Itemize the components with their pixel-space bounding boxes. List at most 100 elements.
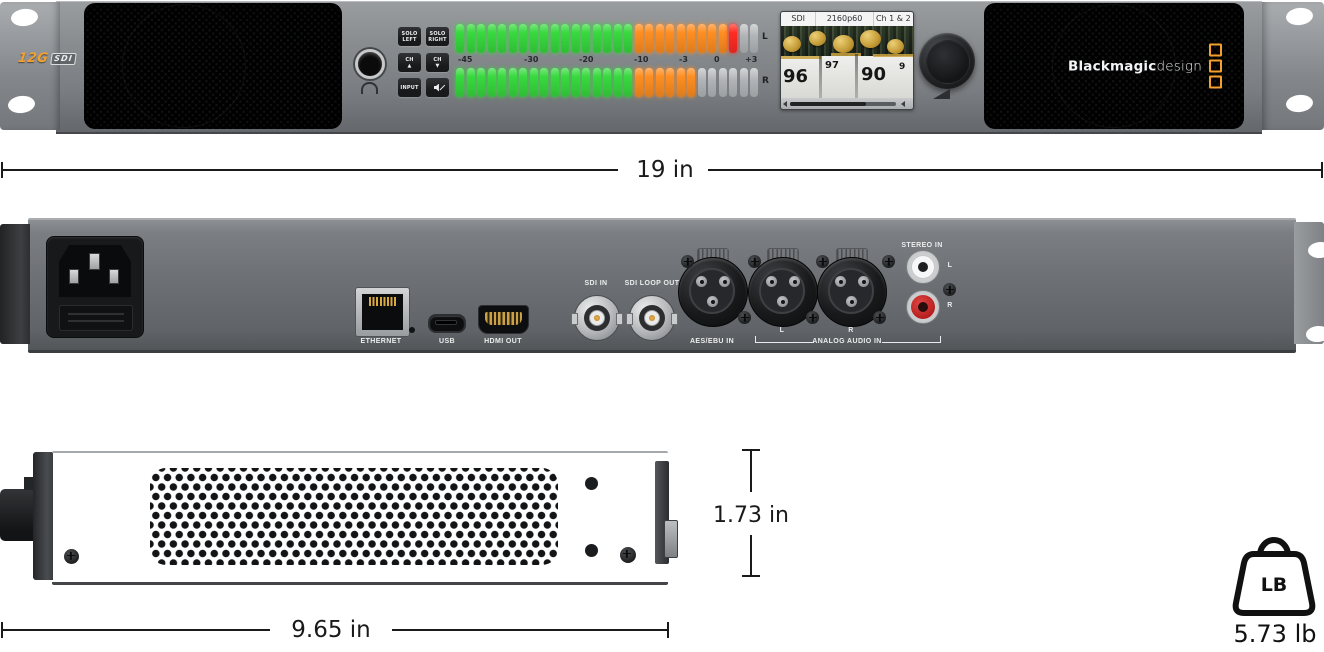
shoulder-stripe (831, 53, 861, 56)
brand-light: design (1156, 58, 1202, 74)
side-protruding-connector (0, 489, 36, 541)
bnc-pin (594, 315, 600, 321)
power-pin (109, 269, 119, 284)
meter-scale-label: -30 (524, 55, 539, 64)
weight-lb-icon (1232, 537, 1316, 616)
aes-ebu-xlr-input (678, 257, 748, 327)
input-button: INPUT (398, 78, 421, 97)
bnc-lug (626, 313, 633, 325)
jersey-number: 9 (899, 62, 906, 72)
stereo-in-label: STEREO IN (901, 242, 943, 249)
weight-label: 5.73 lb (1233, 620, 1317, 648)
screw (748, 255, 761, 268)
brand-name: Blackmagicdesign (1068, 58, 1202, 74)
brand-bold: Blackmagic (1067, 58, 1157, 74)
meter-segment-green (582, 68, 590, 97)
brand-logo: Blackmagicdesign (1068, 43, 1222, 89)
side-rear-connector (664, 520, 678, 558)
xlr-pin (696, 276, 707, 287)
side-view (0, 448, 760, 585)
xlr-insert (828, 268, 874, 314)
xlr-pin (719, 276, 730, 287)
meter-segment-green (603, 68, 611, 97)
meter-segment-orange (708, 24, 716, 53)
screw (681, 255, 694, 268)
helmet (887, 39, 904, 54)
analog-right-xlr-input (817, 257, 887, 327)
meter-segment-green (592, 68, 601, 97)
screw (738, 311, 751, 324)
rca-hole (918, 262, 928, 272)
meter-scale-label: -20 (579, 55, 594, 64)
xlr-pin (789, 276, 800, 287)
dim-line (750, 535, 752, 575)
dim-line (392, 629, 668, 631)
solo-right-button: SOLO RIGHT (426, 27, 449, 46)
meter-segment-green (477, 24, 485, 53)
lcd-source: SDI (781, 12, 817, 26)
meter-segment-green (508, 24, 517, 53)
meter-segment-green (456, 68, 464, 97)
xlr-pin (846, 296, 857, 307)
knob-indicator (933, 89, 950, 99)
jersey-number: 96 (783, 66, 809, 87)
meter-segment-green (456, 24, 464, 53)
rca-right-label: R (947, 302, 953, 309)
rj45-pins (369, 297, 396, 306)
shoulder-stripe (781, 56, 821, 59)
helmet (783, 36, 801, 52)
speaker-cone-outline (122, 4, 246, 128)
speaker-mute-small-icon (783, 101, 787, 107)
meter-segment-orange (645, 68, 653, 97)
meter-segment-off (718, 68, 727, 97)
dim-line (2, 169, 618, 171)
power-pin (89, 253, 100, 270)
dim-line (2, 629, 270, 631)
reset-pinhole (409, 327, 415, 333)
meter-segment-green (466, 68, 475, 97)
meter-segment-green (613, 68, 622, 97)
meter-segment-orange (718, 24, 727, 53)
meter-segment-orange (634, 24, 643, 53)
analog-audio-in-label: ANALOG AUDIO IN (812, 338, 882, 345)
meter-segment-green (582, 24, 590, 53)
rear-rack-ear-left (0, 224, 30, 344)
meter-segment-green (571, 68, 580, 97)
front-view: 12G SDI SOLO LEFT SOLO RIGHT CH ▲ CH ▼ I… (0, 0, 1324, 134)
meter-segment-green (529, 68, 538, 97)
mount-hole (585, 544, 598, 557)
width-dimension-label: 19 in (636, 157, 694, 183)
meter-segment-green (550, 24, 559, 53)
sdi-in-bnc (571, 295, 623, 341)
ethernet-port (355, 287, 410, 337)
meter-segment-off (729, 68, 737, 97)
dim-tick (742, 575, 760, 577)
jerseys (781, 56, 913, 98)
meter-segment-orange (634, 68, 643, 97)
xlr-pin (766, 276, 777, 287)
dim-tick (1321, 162, 1323, 178)
rack-hole (7, 94, 36, 115)
mute-button (426, 78, 449, 97)
aes-ebu-label: AES/EBU IN (689, 338, 735, 345)
speaker-grille-right: Blackmagicdesign (984, 3, 1244, 129)
headphone-jack (355, 49, 385, 79)
meter-segment-off (750, 24, 758, 53)
meter-segment-green (540, 24, 548, 53)
meter-segment-green (529, 24, 538, 53)
speaker-mute-icon (433, 83, 439, 92)
dim-line (708, 169, 1322, 171)
meter-segment-orange (697, 24, 706, 53)
meter-scale-label: -45 (458, 55, 473, 64)
meter-segment-green (571, 24, 580, 53)
rack-hole (1307, 241, 1324, 259)
rack-hole (1305, 325, 1324, 343)
meter-scale-label: 0 (714, 55, 720, 64)
side-chassis (52, 451, 668, 585)
rca-right-input (906, 290, 940, 324)
meter-scale-label: +3 (745, 55, 758, 64)
usb-c-port (428, 314, 466, 333)
analog-bracket-right (882, 336, 941, 343)
xlr-left-label: L (779, 327, 785, 334)
jersey-number: 90 (861, 64, 887, 85)
